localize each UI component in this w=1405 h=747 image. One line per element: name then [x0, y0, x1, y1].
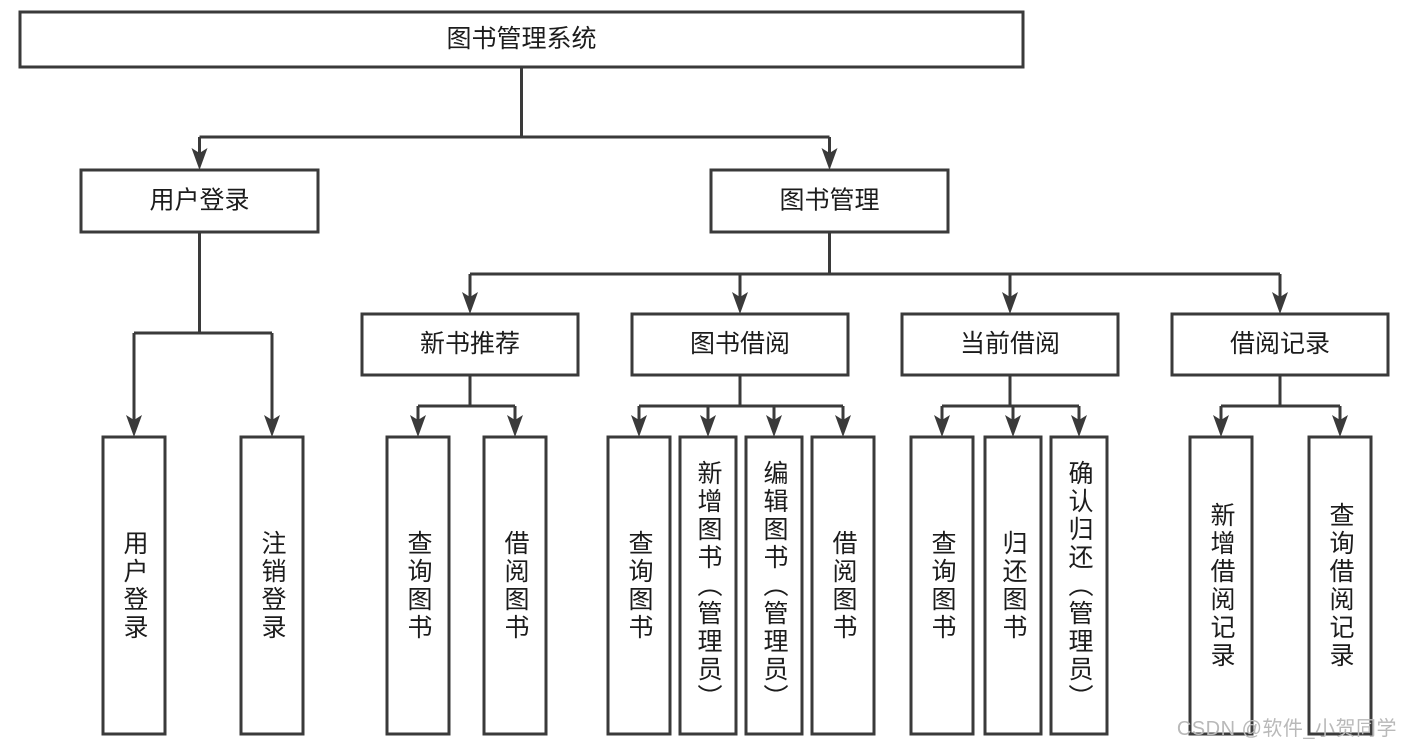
- arrow-to-leaf-add-record: [1213, 415, 1229, 437]
- connector-record-to-leaves: [1213, 375, 1348, 437]
- arrow-to-user-login: [191, 148, 208, 170]
- node-leaf-query-book-3-label: 查询图书: [928, 529, 956, 642]
- node-leaf-query-record-label: 查询借阅记录: [1326, 501, 1354, 670]
- node-leaf-edit-book-label: 编辑图书（管理员）: [760, 459, 788, 712]
- node-leaf-user-login[interactable]: [101, 435, 167, 736]
- arrow-to-leaf-borrow-book-2: [835, 415, 851, 437]
- node-root-label: 图书管理系统: [446, 25, 596, 53]
- node-book-borrow-label: 图书借阅: [690, 330, 790, 358]
- node-leaf-return-book-label: 归还图书: [999, 529, 1027, 642]
- arrow-to-leaf-borrow-book-1: [507, 415, 523, 437]
- connector-edges: [126, 67, 1348, 437]
- node-current-borrow-label: 当前借阅: [960, 330, 1060, 358]
- node-user-login[interactable]: 用户登录: [79, 168, 320, 234]
- connector-recommend-to-leaves: [410, 375, 523, 437]
- node-leaf-borrow-book-2[interactable]: [810, 435, 876, 736]
- node-leaf-borrow-book-1[interactable]: [482, 435, 548, 736]
- node-book-management[interactable]: 图书管理: [709, 168, 950, 234]
- connector-borrow-to-leaves: [631, 375, 851, 437]
- node-root[interactable]: 图书管理系统: [18, 10, 1025, 69]
- node-new-book-recommend-label: 新书推荐: [420, 330, 520, 358]
- arrow-to-leaf-query-book-3: [934, 415, 950, 437]
- node-leaf-query-record[interactable]: [1307, 435, 1373, 736]
- connector-userlogin-to-leaves: [126, 232, 280, 437]
- node-leaf-add-book-label: 新增图书（管理员）: [694, 459, 722, 712]
- node-leaf-query-book-3[interactable]: [909, 435, 975, 736]
- connector-root-to-level2: [191, 67, 838, 170]
- node-borrow-record-label: 借阅记录: [1230, 330, 1330, 358]
- node-book-borrow[interactable]: 图书借阅: [630, 312, 850, 377]
- node-leaf-add-book[interactable]: [678, 435, 738, 736]
- node-current-borrow[interactable]: 当前借阅: [900, 312, 1120, 377]
- node-leaf-confirm-return[interactable]: [1049, 435, 1109, 736]
- arrow-to-book-management: [821, 148, 838, 170]
- node-leaf-return-book[interactable]: [983, 435, 1043, 736]
- arrow-to-leaf-return-book: [1005, 415, 1021, 437]
- arrow-to-leaf-add-book: [700, 415, 716, 437]
- arrow-to-leaf-query-book-2: [631, 415, 647, 437]
- node-borrow-record[interactable]: 借阅记录: [1170, 312, 1390, 377]
- node-leaf-add-record-label: 新增借阅记录: [1207, 501, 1235, 670]
- arrow-to-leaf-query-book-1: [410, 415, 426, 437]
- arrow-to-leaf-edit-book: [766, 415, 782, 437]
- arrow-to-current-borrow: [1002, 292, 1018, 314]
- arrow-to-borrow-record: [1272, 292, 1288, 314]
- arrow-to-leaf-query-record: [1332, 415, 1348, 437]
- arrow-to-leaf-confirm-return: [1071, 415, 1087, 437]
- node-leaf-query-book-2-label: 查询图书: [625, 529, 653, 642]
- arrow-to-new-book-recommend: [462, 292, 478, 314]
- node-book-management-label: 图书管理: [779, 187, 879, 215]
- node-leaf-confirm-return-label: 确认归还（管理员）: [1065, 459, 1093, 712]
- node-leaf-user-login-label: 用户登录: [120, 529, 148, 642]
- node-leaf-borrow-book-1-label: 借阅图书: [501, 529, 529, 642]
- connector-current-to-leaves: [934, 375, 1087, 437]
- node-leaf-query-book-2[interactable]: [606, 435, 672, 736]
- arrow-to-leaf-logout: [264, 415, 280, 437]
- node-leaf-logout-label: 注销登录: [258, 529, 286, 642]
- node-new-book-recommend[interactable]: 新书推荐: [360, 312, 580, 377]
- arrow-to-book-borrow: [732, 292, 748, 314]
- node-leaf-add-record[interactable]: [1188, 435, 1254, 736]
- node-leaf-query-book-1-label: 查询图书: [404, 529, 432, 642]
- node-leaf-borrow-book-2-label: 借阅图书: [829, 529, 857, 642]
- connector-bookmgmt-to-level3: [462, 232, 1288, 314]
- node-leaf-logout[interactable]: [239, 435, 305, 736]
- node-user-login-label: 用户登录: [149, 187, 249, 215]
- node-leaf-query-book-1[interactable]: [385, 435, 451, 736]
- node-leaf-edit-book[interactable]: [744, 435, 804, 736]
- arrow-to-leaf-user-login: [126, 415, 142, 437]
